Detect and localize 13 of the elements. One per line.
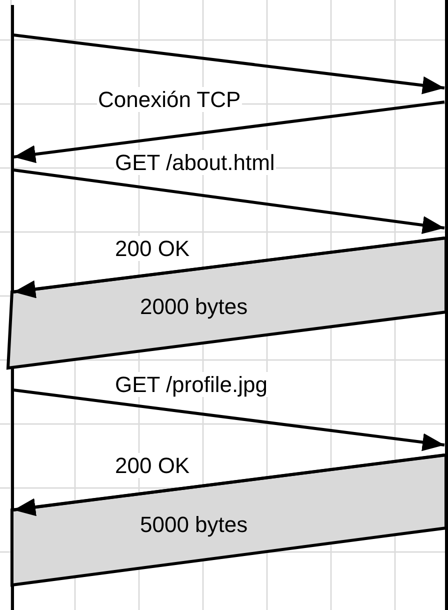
edge-label: GET /about.html (114, 150, 276, 175)
arrow (13, 236, 445, 298)
arrow (13, 454, 445, 516)
arrow (13, 168, 445, 234)
edge-label: 200 OK (114, 453, 191, 478)
edge-label: GET /profile.jpg (114, 372, 268, 397)
edge-label: 200 OK (114, 236, 191, 261)
band-label: 2000 bytes (140, 294, 248, 319)
edge-label: Conexión TCP (97, 87, 242, 112)
arrow (13, 388, 445, 452)
band-label: 5000 bytes (140, 512, 248, 537)
arrow (13, 100, 445, 164)
arrow (13, 34, 445, 94)
